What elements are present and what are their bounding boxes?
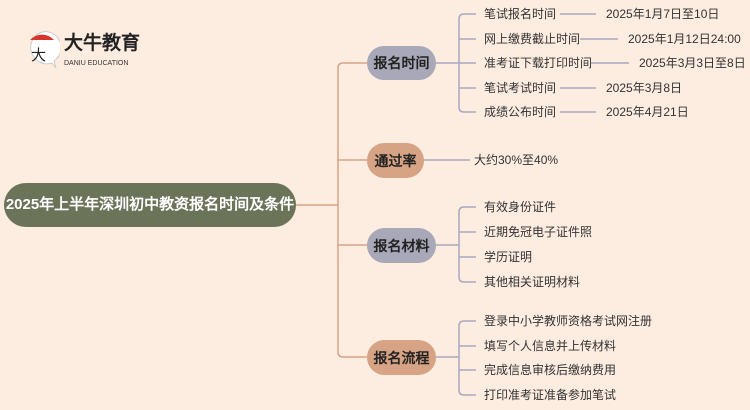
logo-mark-icon: 大: [30, 31, 60, 69]
svg-text:大: 大: [31, 47, 46, 64]
branch-registration-time[interactable]: 报名时间: [367, 46, 436, 80]
leaf-label: 大约30%至40%: [474, 153, 559, 167]
leaf-value: 2025年3月8日: [606, 81, 683, 95]
branch-process[interactable]: 报名流程: [367, 340, 436, 375]
leaf-value: 2025年3月3日至8日: [639, 56, 746, 70]
logo-name: 大牛教育: [64, 33, 141, 54]
leaf-label: 其他相关证明材料: [484, 275, 581, 289]
leaf-label: 打印准考证准备参加笔试: [484, 388, 617, 402]
root-node[interactable]: 2025年上半年深圳初中教资报名时间及条件: [4, 183, 296, 227]
leaf-label: 登录中小学教师资格考试网注册: [484, 314, 653, 328]
leaf-value: 2025年1月12日24:00: [628, 32, 741, 46]
leaf-label: 填写个人信息并上传材料: [484, 339, 617, 353]
branch-materials[interactable]: 报名材料: [367, 228, 436, 263]
leaf-value: 2025年1月7日至10日: [606, 7, 720, 21]
leaf-value: 2025年4月21日: [606, 105, 689, 119]
leaf-label: 网上缴费截止时间: [484, 32, 581, 46]
logo-subtitle: DANIU EDUCATION: [64, 60, 129, 67]
leaf-label: 准考证下载打印时间: [484, 56, 593, 70]
leaf-label: 学历证明: [484, 250, 533, 264]
leaf-label: 有效身份证件: [484, 200, 557, 214]
leaf-label: 笔试报名时间: [484, 7, 557, 21]
leaf-label: 完成信息审核后缴纳费用: [484, 363, 617, 377]
branch-pass-rate[interactable]: 通过率: [367, 143, 424, 178]
leaf-label: 成绩公布时间: [484, 105, 557, 119]
leaf-label: 笔试考试时间: [484, 81, 557, 95]
leaf-label: 近期免冠电子证件照: [484, 225, 593, 239]
